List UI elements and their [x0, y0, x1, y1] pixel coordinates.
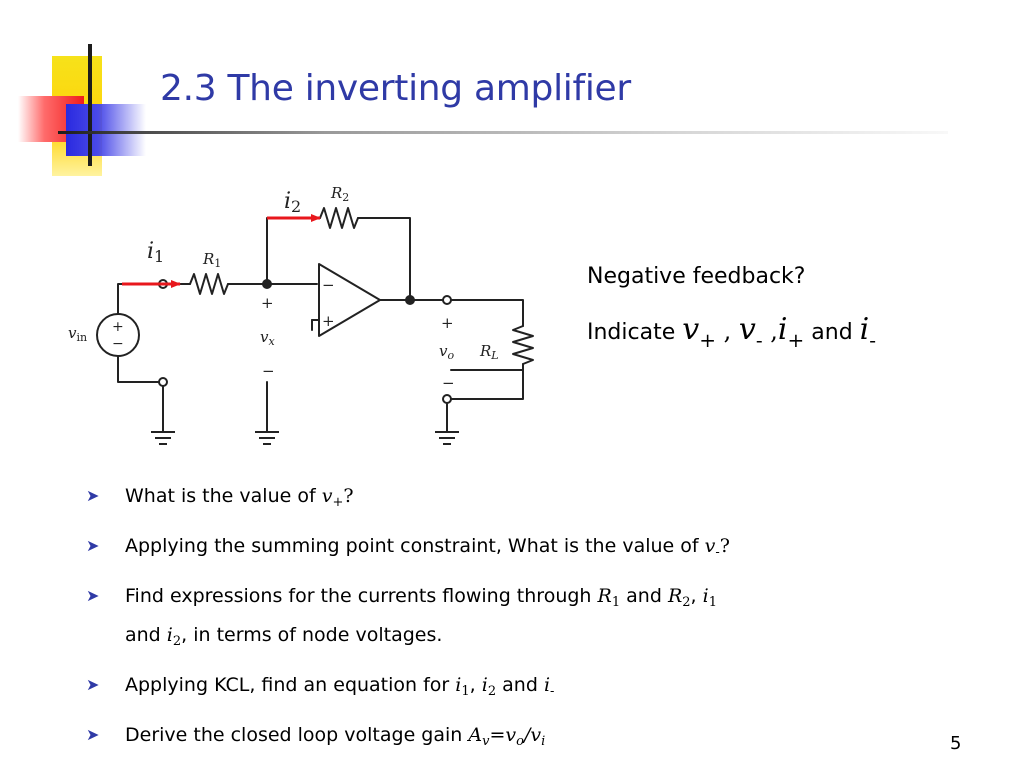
arrow-bullet-icon: ➤: [86, 586, 100, 605]
page-number: 5: [950, 733, 962, 754]
arrow-bullet-icon: ➤: [86, 486, 100, 505]
vx-plus: +: [261, 294, 274, 312]
source-minus: −: [112, 336, 124, 352]
i2: i2: [481, 674, 497, 699]
equals: =: [489, 724, 506, 746]
side-panel: Negative feedback? Indicate v+ , v- ,i+ …: [587, 264, 876, 352]
bullet-text: What is the value of: [125, 485, 322, 507]
arrow-bullet-icon: ➤: [86, 725, 100, 744]
list-item: ➤ Derive the closed loop voltage gain Av…: [86, 717, 986, 760]
slide-title: 2.3 The inverting amplifier: [160, 68, 631, 109]
label-vo: vo: [439, 342, 454, 362]
resistor-r1-icon: [189, 273, 229, 295]
comma: ,: [723, 317, 732, 345]
label-r1: R1: [202, 250, 221, 270]
r2: R2: [667, 585, 691, 610]
output-terminal: [442, 295, 452, 305]
v-minus-symbol: v-: [738, 312, 763, 352]
slash: /: [523, 724, 531, 746]
ground-icon: [435, 431, 459, 445]
resistor-rl-icon: [512, 325, 534, 365]
wire: [450, 299, 524, 327]
v-plus-symbol: v+: [682, 312, 716, 352]
negative-feedback-question: Negative feedback?: [587, 264, 806, 289]
decor-blue-block: [66, 104, 146, 156]
question-mark: ?: [343, 485, 354, 507]
comma: ,: [469, 674, 482, 696]
i1: i1: [702, 585, 717, 610]
label-vx: vx: [260, 328, 275, 348]
list-item: ➤ Applying KCL, find an equation for i1,…: [86, 667, 986, 710]
vi: vi: [530, 724, 546, 749]
bullet-text-tail: , in terms of node voltages.: [181, 624, 443, 646]
comma: ,: [770, 317, 778, 345]
list-item: ➤ What is the value of v+?: [86, 478, 986, 521]
inverting-amplifier-circuit: i1 i2 R1 R2 RL vin vx vo + − + − + − − +: [68, 184, 534, 445]
v-minus: v-: [704, 535, 720, 560]
wire: [450, 369, 524, 400]
decor-vertical-line: [88, 44, 92, 166]
wire: [266, 217, 321, 285]
vo-plus: +: [441, 314, 454, 332]
indicate-line: Indicate v+ , v- ,i+ and i-: [587, 312, 877, 352]
question-list: ➤ What is the value of v+? ➤ Applying th…: [86, 478, 986, 767]
label-r2: R2: [330, 184, 349, 204]
i1: i1: [455, 674, 470, 699]
resistor-r2-icon: [319, 207, 359, 229]
opamp-inverting-input: −: [322, 276, 335, 294]
output-terminal-lower: [442, 394, 452, 404]
list-item: ➤ Find expressions for the currents flow…: [86, 578, 986, 660]
i-minus: i-: [543, 674, 555, 699]
wire: [357, 217, 411, 301]
title-underline: [58, 131, 948, 134]
i-plus-symbol: i+: [777, 312, 805, 352]
and-text: and: [496, 674, 544, 696]
junction-dot: [262, 279, 272, 289]
question-mark: ?: [719, 535, 730, 557]
ground-icon: [255, 431, 279, 445]
vo-minus: −: [442, 374, 455, 392]
label-i1: i1: [147, 239, 164, 266]
bullet-line-2: and i2, in terms of node voltages.: [125, 617, 986, 660]
vo: vo: [505, 724, 524, 749]
bullet-text: Derive the closed loop voltage gain: [125, 724, 469, 746]
opamp-noninverting-input: +: [322, 312, 335, 330]
i2: i2: [166, 624, 182, 649]
label-vin: vin: [68, 324, 87, 344]
junction-dot: [405, 295, 415, 305]
r1: R1: [597, 585, 621, 610]
v-plus: v+: [321, 485, 344, 510]
and-text: and: [125, 624, 167, 646]
vx-minus: −: [262, 362, 275, 380]
bullet-text: Find expressions for the currents flowin…: [125, 585, 598, 607]
label-rl: RL: [479, 342, 499, 362]
source-plus: +: [112, 319, 124, 335]
input-terminal-lower: [158, 377, 168, 387]
av: Av: [468, 724, 490, 749]
and-text: and: [620, 585, 668, 607]
arrow-bullet-icon: ➤: [86, 675, 100, 694]
wire: [450, 363, 524, 371]
i-minus-symbol: i-: [859, 312, 877, 352]
indicate-label: Indicate: [587, 320, 676, 345]
bullet-text: Applying KCL, find an equation for: [125, 674, 456, 696]
bullet-text: Applying the summing point constraint, W…: [125, 535, 705, 557]
and-text: and: [811, 320, 853, 345]
ground-icon: [151, 431, 175, 445]
comma: ,: [690, 585, 703, 607]
opamp-icon: [318, 263, 381, 337]
arrow-bullet-icon: ➤: [86, 536, 100, 555]
wire: [117, 355, 161, 383]
wire: [117, 283, 161, 315]
list-item: ➤ Applying the summing point constraint,…: [86, 528, 986, 571]
label-i2: i2: [284, 189, 301, 216]
